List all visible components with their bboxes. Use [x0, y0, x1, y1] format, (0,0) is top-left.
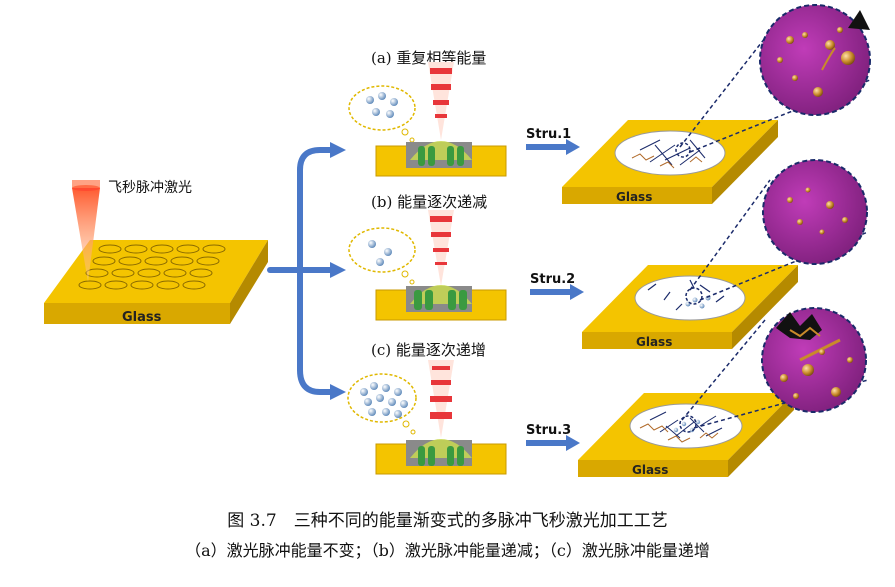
- process-c-glass-tile: Glass: [578, 393, 794, 477]
- branch-arrowheads: [330, 142, 346, 400]
- process-c-bubble: [347, 373, 417, 435]
- process-c-glass-label: Glass: [632, 463, 668, 477]
- process-c: (c) 能量逐次递增 Stru.3: [347, 307, 869, 477]
- hole-grid: [78, 244, 226, 290]
- process-a-glass-label: Glass: [616, 190, 652, 204]
- process-a: (a) 重复相等能量 Stru.1: [348, 4, 871, 204]
- process-a-bubble: [348, 85, 416, 143]
- process-b-glass-label: Glass: [636, 335, 672, 349]
- main-glass-panel: Glass: [44, 240, 268, 325]
- process-a-stru-label: Stru.1: [526, 127, 571, 142]
- process-b-bubble: [348, 227, 416, 285]
- process-b-stru-label: Stru.2: [530, 272, 575, 287]
- process-b-zoom: [685, 159, 869, 305]
- process-b-stru-arrow: [530, 284, 584, 300]
- process-c-title: (c) 能量逐次递增: [371, 341, 486, 359]
- process-a-substrate: [375, 141, 507, 177]
- process-b-glass-tile: Glass: [582, 265, 798, 349]
- figure-subcaption: （a）激光脉冲能量不变；（b）激光脉冲能量递减；（c）激光脉冲能量递增: [185, 541, 710, 560]
- process-c-substrate: [375, 439, 507, 475]
- process-a-laser: [428, 62, 454, 140]
- process-a-glass-tile: Glass: [562, 120, 778, 204]
- femtosecond-laser-beam: [72, 180, 100, 282]
- process-b-substrate: [375, 285, 507, 321]
- process-b: (b) 能量逐次递减 Stru.2: [348, 159, 869, 349]
- branching-arrow: [267, 147, 333, 395]
- process-b-title: (b) 能量逐次递减: [371, 193, 487, 211]
- main-glass-label: Glass: [122, 310, 162, 325]
- process-a-stru-arrow: [526, 139, 580, 155]
- process-c-laser: [428, 360, 454, 438]
- process-a-title: (a) 重复相等能量: [371, 49, 486, 67]
- process-c-stru-arrow: [526, 435, 580, 451]
- figure-caption: 图 3.7 三种不同的能量渐变式的多脉冲飞秒激光加工工艺: [227, 511, 668, 531]
- process-a-zoom: [675, 4, 871, 158]
- process-c-zoom: [679, 307, 869, 433]
- laser-label: 飞秒脉冲激光: [108, 179, 192, 196]
- process-b-laser: [428, 210, 454, 286]
- process-c-stru-label: Stru.3: [526, 423, 571, 438]
